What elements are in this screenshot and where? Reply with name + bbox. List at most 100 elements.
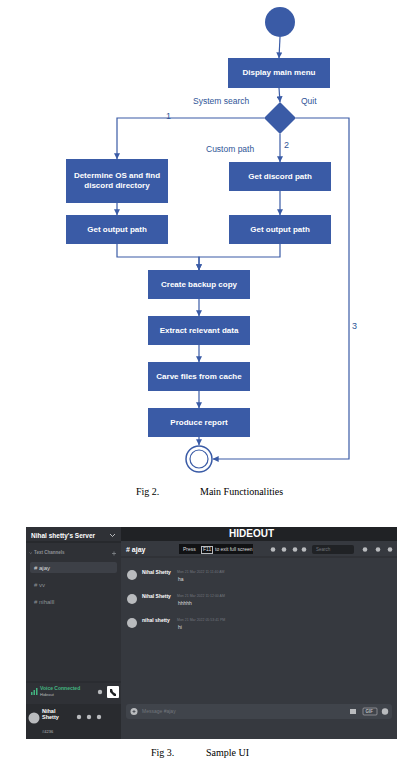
disconnect-button xyxy=(107,686,119,698)
edge-label: 3 xyxy=(352,322,357,331)
sidebar-divider xyxy=(26,542,121,543)
headphone-icon xyxy=(87,715,91,719)
start-node xyxy=(265,7,295,37)
node-text: Get output path xyxy=(87,225,147,235)
notice-text: to exit full screen xyxy=(215,547,253,553)
branch-label: Custom path xyxy=(206,145,254,154)
channel-sidebar xyxy=(26,527,121,739)
emoji-icon xyxy=(382,708,388,714)
message-text: ha xyxy=(178,577,184,583)
diamond-shape xyxy=(264,102,296,134)
signal-bar xyxy=(36,688,38,695)
input-placeholder: Message #ajay xyxy=(142,709,176,715)
node-text: Create backup copy xyxy=(161,280,237,290)
header-icon xyxy=(388,547,393,552)
channel-header: # ajay xyxy=(126,546,145,554)
signal-bar xyxy=(31,692,33,695)
process-box: Get discord path xyxy=(229,162,331,191)
figure-caption: Sample UI xyxy=(206,747,249,758)
flow-connector xyxy=(279,134,280,162)
flow-connector xyxy=(198,391,199,408)
mic-icon xyxy=(77,715,81,719)
message-text: hi xyxy=(178,625,182,631)
edge-label: 2 xyxy=(284,141,289,150)
search-box xyxy=(312,545,354,554)
panel-divider xyxy=(26,682,121,683)
flow-connector xyxy=(117,244,199,270)
user-tag: #4236 xyxy=(42,730,53,734)
voice-channel: Hideout xyxy=(40,693,54,697)
flow-connector xyxy=(116,203,117,215)
flow-connector xyxy=(279,37,280,58)
title-bar xyxy=(121,527,397,541)
header-icon xyxy=(363,547,368,552)
header-icon xyxy=(302,547,307,552)
channel-name: # vv xyxy=(34,582,45,589)
figure-number: Fig 3. xyxy=(151,747,174,758)
app-window xyxy=(26,527,397,739)
node-text: Get discord path xyxy=(248,172,312,182)
author-name: nihal shetty xyxy=(142,618,170,624)
node-outline xyxy=(185,445,213,473)
process-box: Create backup copy xyxy=(148,270,250,299)
header-icon xyxy=(376,547,381,552)
user-avatar xyxy=(29,713,40,724)
end-core xyxy=(190,450,208,468)
voice-status: Voice Connected xyxy=(40,686,80,692)
search-placeholder: Search xyxy=(316,548,330,553)
node-text: Extract relevant data xyxy=(160,326,239,336)
chevron-icon xyxy=(110,534,115,537)
voice-icon xyxy=(98,690,102,694)
header-icon xyxy=(282,547,287,552)
process-box: Get output path xyxy=(229,215,331,244)
node-outline xyxy=(264,102,296,134)
process-box: Get output path xyxy=(66,215,168,244)
signal-bar xyxy=(34,690,36,695)
edge-label: 1 xyxy=(166,112,171,121)
process-box: Determine OS and find discord directory xyxy=(66,159,168,203)
user-avatar xyxy=(127,594,137,604)
message-timestamp: Mon 21 Mar 2022 11:12:00 AM xyxy=(177,595,225,599)
gif-button xyxy=(363,708,377,715)
flow-connector xyxy=(199,244,280,270)
window-title: HIDEOUT xyxy=(229,528,274,539)
message-timestamp: Mon 21 Mar 2022 05:53:41 PM xyxy=(177,619,225,623)
user-avatar xyxy=(127,570,137,580)
message-timestamp: Mon 21 Mar 2022 11:11:40 AM xyxy=(177,571,225,575)
start-circle xyxy=(265,7,295,37)
node-text: Display main menu xyxy=(243,68,316,78)
node-text: Carve files from cache xyxy=(156,372,241,382)
gift-icon xyxy=(350,709,356,714)
flow-connector xyxy=(117,118,264,159)
process-box: Produce report xyxy=(148,408,250,437)
fullscreen-notice xyxy=(179,544,253,554)
figure-caption: Main Functionalities xyxy=(200,486,283,497)
server-name: Nihal shetty's Server xyxy=(31,532,95,539)
end-node xyxy=(185,445,213,473)
flow-connector xyxy=(279,191,280,215)
node-outline xyxy=(265,7,295,37)
gif-label: GIF xyxy=(366,710,374,715)
key-cap: F11 xyxy=(201,546,213,554)
flow-connector xyxy=(198,345,199,362)
author-name: Nihal Shetty xyxy=(142,594,171,600)
branch-label: System search xyxy=(193,97,249,106)
process-box: Extract relevant data xyxy=(148,316,250,345)
process-box: Carve files from cache xyxy=(148,362,250,391)
node-text: Produce report xyxy=(170,418,227,428)
node-text: Get output path xyxy=(250,225,310,235)
branch-label: Quit xyxy=(301,97,317,106)
author-name: Nihal Shetty xyxy=(142,570,171,576)
flow-connector xyxy=(198,299,199,316)
channel-name: # ajay xyxy=(34,565,50,572)
end-ring xyxy=(186,446,212,472)
attach-icon xyxy=(131,708,138,715)
user-name: Nihal Shetty xyxy=(42,708,68,720)
process-box: Display main menu xyxy=(228,58,330,88)
message-input xyxy=(126,704,392,719)
node-text: Determine OS and find discord directory xyxy=(69,171,165,191)
header-divider xyxy=(121,557,397,558)
decision-diamond xyxy=(264,102,296,134)
flow-connector xyxy=(279,88,280,102)
